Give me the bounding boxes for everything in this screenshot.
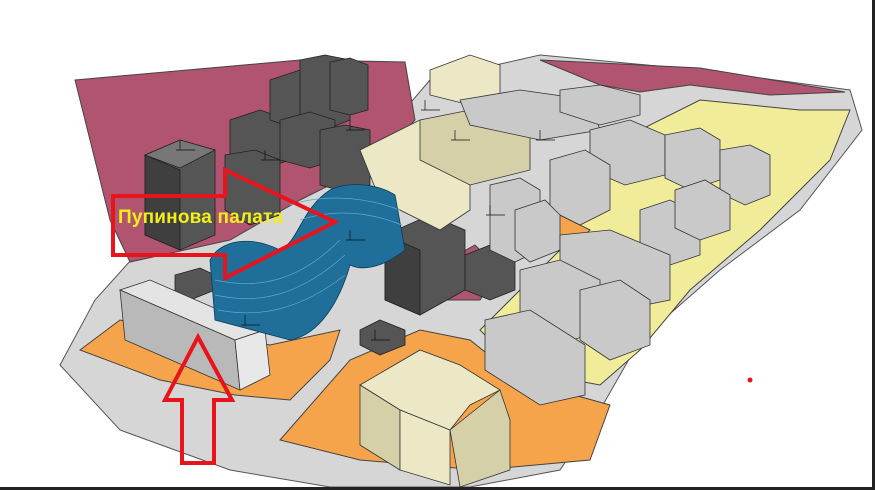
frame-border-bottom (0, 487, 875, 490)
maroon-lot-top (539, 59, 846, 96)
frame-border-right (872, 0, 875, 490)
slab-building (118, 279, 271, 391)
building-name-label: Пупинова палата (118, 207, 284, 228)
u-building (359, 349, 511, 488)
elevation-markers (176, 100, 555, 341)
gray-buildings (459, 84, 771, 406)
right-arrow-annotation (111, 166, 340, 282)
pupin-palace-building (209, 184, 406, 341)
red-dot-marker (747, 377, 753, 383)
up-arrow-annotation (161, 332, 236, 465)
